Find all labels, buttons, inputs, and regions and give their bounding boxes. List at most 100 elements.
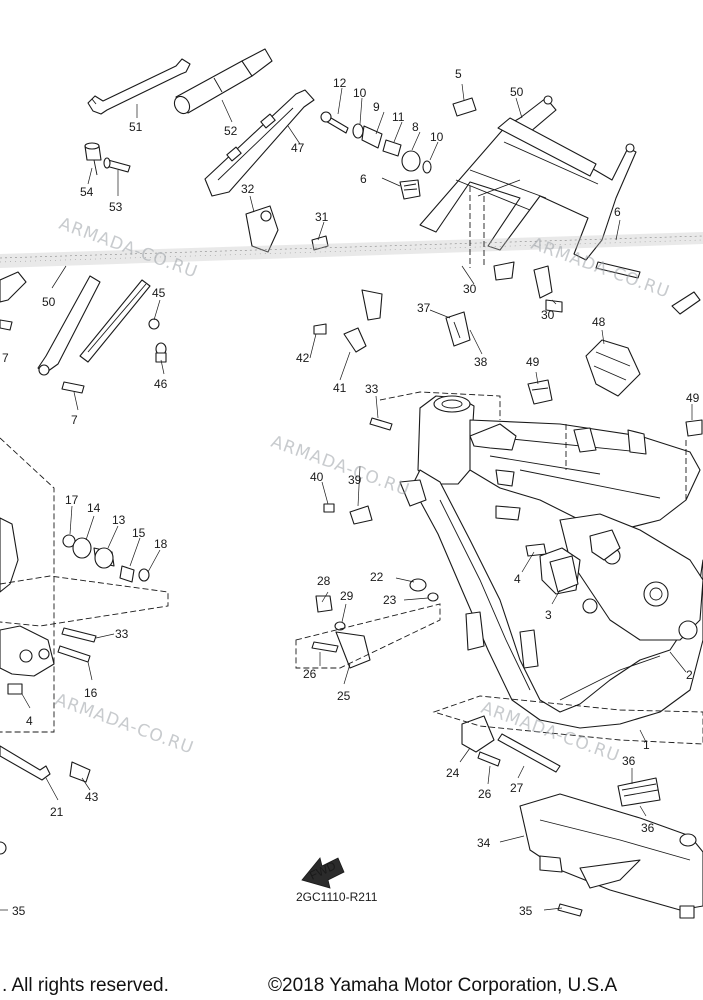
bolt-33-upper <box>369 417 393 431</box>
region-box-left-2 <box>0 575 169 627</box>
callout-9: 9 <box>373 100 380 114</box>
callout-47: 47 <box>291 141 305 155</box>
callout-34: 34 <box>477 836 491 850</box>
region-box-middle <box>295 603 441 669</box>
callout-15: 15 <box>132 526 146 540</box>
cable-holder-37 <box>445 311 471 347</box>
callout-52: 52 <box>224 124 238 138</box>
callout-33: 33 <box>365 382 379 396</box>
callout-50: 50 <box>42 295 56 309</box>
skid-plate-part <box>519 777 703 919</box>
callout-30: 30 <box>541 308 555 322</box>
callout-31: 31 <box>315 210 329 224</box>
callout-45: 45 <box>152 286 166 300</box>
washer-45-46-part <box>148 318 167 363</box>
callout-12: 12 <box>333 76 347 90</box>
callout-11: 11 <box>392 110 405 124</box>
wrench-part <box>87 58 191 115</box>
callout-1: 1 <box>643 738 650 752</box>
decal-6-part <box>452 97 477 117</box>
callout-7: 7 <box>71 413 78 427</box>
bracket-32-part <box>245 205 279 253</box>
cover-48-part <box>585 339 641 397</box>
callout-41: 41 <box>333 381 347 395</box>
watermark-3: ARMADA-CO.RU <box>268 432 412 501</box>
callout-46: 46 <box>154 377 168 391</box>
bolt-53-part <box>103 157 131 173</box>
clip-49-part <box>527 379 703 437</box>
spring-45-part <box>79 279 151 363</box>
callout-26: 26 <box>478 787 492 801</box>
callout-4: 4 <box>26 714 33 728</box>
callout-13: 13 <box>112 513 126 527</box>
callout-49: 49 <box>526 355 540 369</box>
region-box-bottom <box>432 695 703 745</box>
callout-22: 22 <box>370 570 384 584</box>
bolt-7-part <box>0 319 85 394</box>
pivot-shaft-21 <box>0 745 91 855</box>
mount-30-part <box>493 261 563 313</box>
rear-subframe-part <box>419 95 637 261</box>
callout-14: 14 <box>87 501 101 515</box>
callout-42: 42 <box>296 351 310 365</box>
callout-2: 2 <box>686 668 693 682</box>
callout-4: 4 <box>514 572 521 586</box>
callout-28: 28 <box>317 574 331 588</box>
callout-21: 21 <box>50 805 64 819</box>
bracket-39-part <box>323 503 373 525</box>
engine-bracket-left <box>0 517 97 695</box>
callout-43: 43 <box>85 790 99 804</box>
callout-36: 36 <box>622 754 636 768</box>
bolt-6-right-part <box>595 261 701 315</box>
footer-left: . All rights reserved. <box>2 975 169 996</box>
scan-noise-band <box>0 232 703 268</box>
callout-10: 10 <box>430 130 444 144</box>
collar-set-left <box>62 534 150 583</box>
collar-group <box>320 111 432 174</box>
region-lines-right <box>565 424 687 500</box>
callout-53: 53 <box>109 200 123 214</box>
callout-26: 26 <box>303 667 317 681</box>
bolt-31-part <box>311 235 329 251</box>
footer-right: ©2018 Yamaha Motor Corporation, U.S.A <box>268 975 617 996</box>
callout-39: 39 <box>348 473 362 487</box>
clip-50-part <box>399 179 421 200</box>
callout-35: 35 <box>519 904 533 918</box>
nut-set-middle <box>311 578 439 669</box>
region-box-left <box>0 437 55 733</box>
callout-48: 48 <box>592 315 606 329</box>
engine-mount-3-4 <box>525 543 579 593</box>
leader-lines <box>0 83 693 911</box>
watermark-4: ARMADA-CO.RU <box>52 690 196 759</box>
watermark-1: ARMADA-CO.RU <box>56 214 200 283</box>
cable-guide-41 <box>313 289 383 353</box>
fwd-arrow-icon: FWD <box>301 857 345 889</box>
callout-24: 24 <box>446 766 460 780</box>
spark-plug-wrench-part <box>173 48 273 115</box>
callout-5: 5 <box>455 67 462 81</box>
callout-40: 40 <box>310 470 324 484</box>
callout-29: 29 <box>340 589 354 603</box>
bolt-54-part <box>84 142 102 176</box>
callout-50: 50 <box>510 85 524 99</box>
callout-25: 25 <box>337 689 351 703</box>
callout-23: 23 <box>383 593 397 607</box>
main-frame-part <box>399 395 703 729</box>
callout-49: 49 <box>686 391 700 405</box>
callout-32: 32 <box>241 182 255 196</box>
side-stand-part <box>0 271 101 376</box>
callout-38: 38 <box>474 355 488 369</box>
callout-3: 3 <box>545 608 552 622</box>
callout-35: 35 <box>12 904 26 918</box>
callout-6: 6 <box>360 172 367 186</box>
callout-10: 10 <box>353 86 367 100</box>
callout-37: 37 <box>417 301 431 315</box>
callout-51: 51 <box>129 120 143 134</box>
callout-33: 33 <box>115 627 129 641</box>
callout-30: 30 <box>463 282 477 296</box>
callout-18: 18 <box>154 537 168 551</box>
diagram-code: 2GC1110-R211 <box>296 890 378 904</box>
callout-16: 16 <box>84 686 98 700</box>
